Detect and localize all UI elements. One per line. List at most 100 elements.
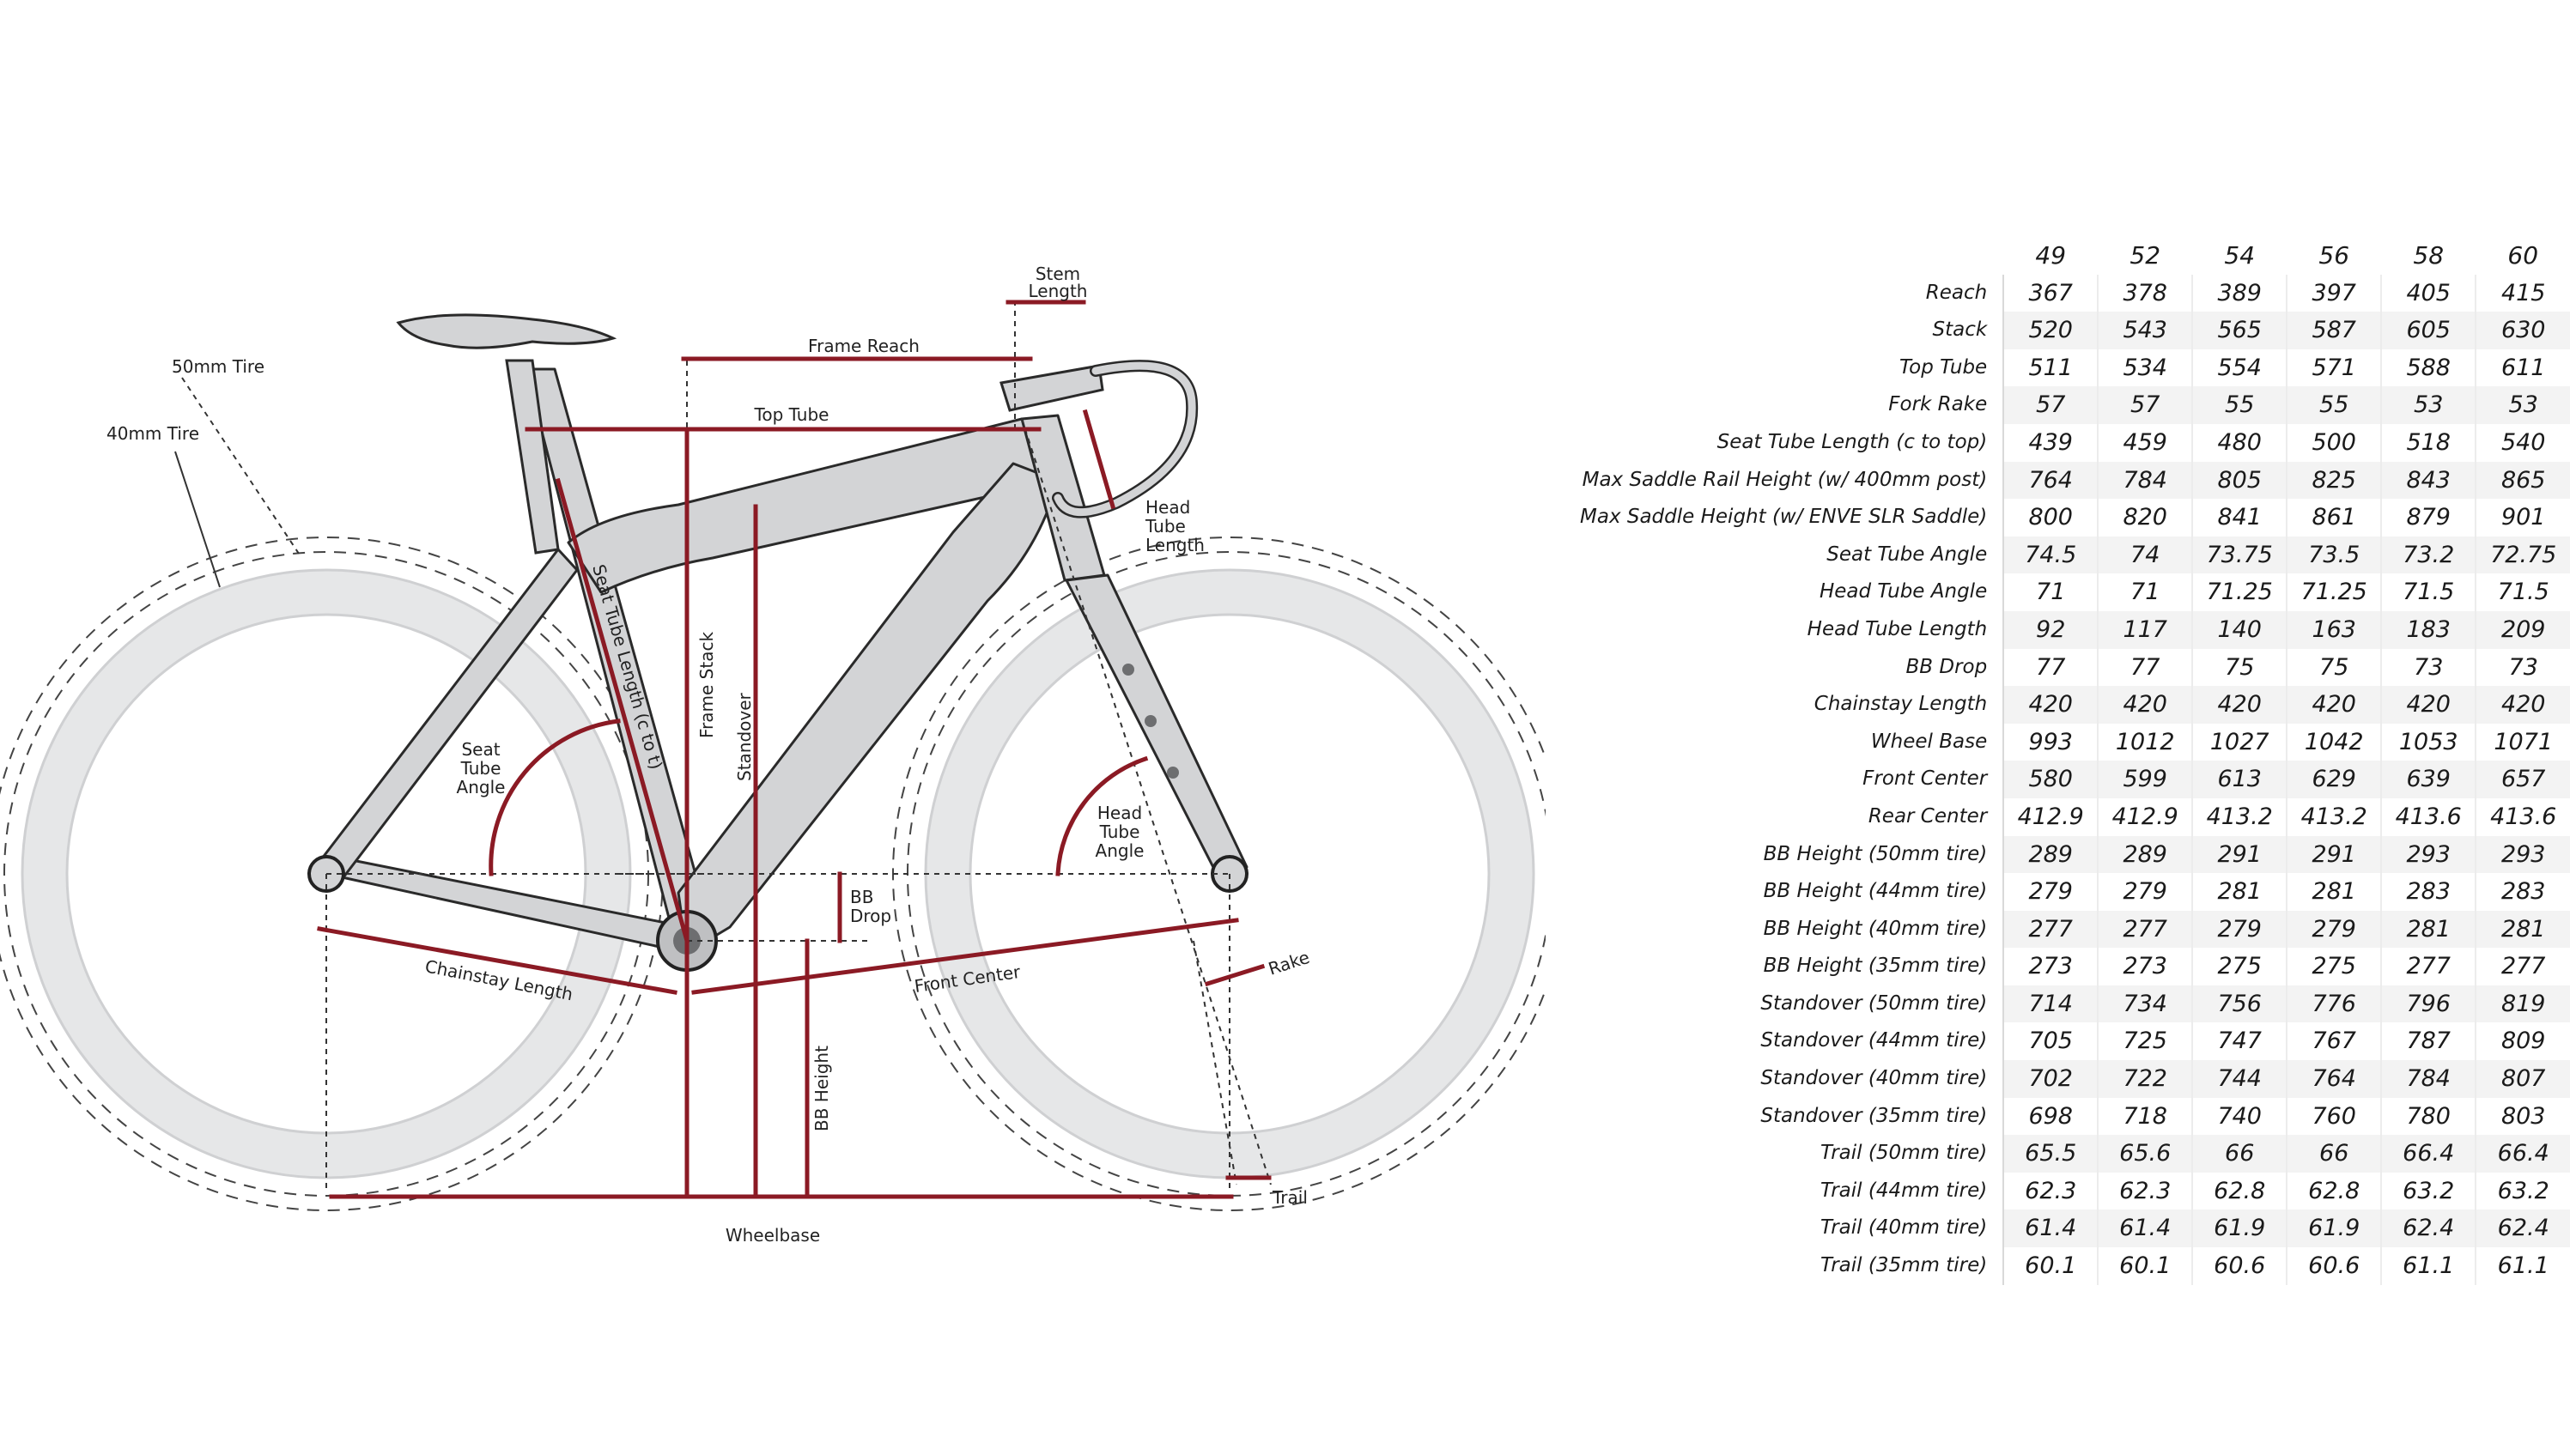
row-label: BB Height (44mm tire): [1580, 873, 2005, 911]
table-cell: 613: [2191, 761, 2287, 798]
table-cell: 62.4: [2475, 1210, 2571, 1248]
table-cell: 413.2: [2191, 797, 2287, 836]
row-label: Standover (44mm tire): [1580, 1022, 2005, 1061]
table-cell: 1027: [2191, 723, 2287, 761]
table-cell: 565: [2191, 312, 2287, 349]
wheelbase-label: Wheelbase: [726, 1225, 820, 1246]
table-cell: 289: [2097, 835, 2193, 874]
table-cell: 800: [2002, 499, 2099, 537]
table-cell: 879: [2380, 499, 2476, 537]
table-cell: 289: [2002, 835, 2099, 874]
table-cell: 73: [2475, 648, 2571, 687]
table-cell: 66: [2191, 1135, 2287, 1173]
table-cell: 53: [2475, 386, 2571, 424]
table-cell: 77: [2097, 648, 2193, 687]
table-cell: 378: [2097, 274, 2193, 312]
table-cell: 412.9: [2097, 797, 2193, 836]
table-cell: 61.9: [2286, 1210, 2382, 1248]
table-cell: 293: [2475, 835, 2571, 874]
table-row: Max Saddle Rail Height (w/ 400mm post)76…: [1580, 461, 2571, 500]
table-cell: 807: [2475, 1060, 2571, 1098]
table-cell: 764: [2002, 461, 2099, 500]
tire-50-leader: [181, 377, 301, 557]
table-cell: 77: [2002, 648, 2099, 687]
table-cell: 275: [2286, 948, 2382, 985]
table-cell: 764: [2286, 1060, 2382, 1098]
rake-line: [1204, 963, 1266, 987]
table-cell: 209: [2475, 610, 2571, 649]
table-cell: 281: [2286, 873, 2382, 911]
size-header: 54: [2224, 241, 2256, 270]
seat-tube-length-line: [555, 477, 690, 944]
table-cell: 277: [2097, 910, 2193, 949]
row-label: Trail (50mm tire): [1580, 1135, 2005, 1173]
frame-reach-label: Frame Reach: [808, 336, 920, 356]
table-cell: 520: [2002, 312, 2099, 349]
table-cell: 776: [2286, 985, 2382, 1023]
table-cell: 71.5: [2380, 573, 2476, 611]
table-cell: 57: [2002, 386, 2099, 424]
head-tube-length-label-3: Length: [1145, 535, 1205, 555]
table-cell: 62.4: [2380, 1210, 2476, 1248]
table-cell: 71: [2097, 573, 2193, 611]
seat-tube-angle-arc: [489, 718, 621, 876]
table-cell: 511: [2002, 349, 2099, 387]
row-label: Standover (35mm tire): [1580, 1097, 2005, 1136]
top-tube-label: Top Tube: [754, 404, 829, 425]
table-cell: 283: [2380, 873, 2476, 911]
table-cell: 1053: [2380, 723, 2476, 761]
table-cell: 275: [2191, 948, 2287, 985]
table-cell: 71.25: [2191, 573, 2287, 611]
table-cell: 588: [2380, 349, 2476, 387]
table-cell: 413.6: [2475, 797, 2571, 836]
table-cell: 283: [2475, 873, 2571, 911]
table-cell: 705: [2002, 1022, 2099, 1061]
stem-length-label-2: Length: [1029, 281, 1088, 301]
table-cell: 183: [2380, 610, 2476, 649]
table-cell: 803: [2475, 1097, 2571, 1136]
table-cell: 843: [2380, 461, 2476, 500]
table-cell: 291: [2191, 835, 2287, 874]
row-label: Standover (40mm tire): [1580, 1060, 2005, 1098]
table-cell: 413.6: [2380, 797, 2476, 836]
table-cell: 571: [2286, 349, 2382, 387]
table-cell: 405: [2380, 274, 2476, 312]
table-cell: 71.25: [2286, 573, 2382, 611]
table-cell: 767: [2286, 1022, 2382, 1061]
row-label: Stack: [1580, 312, 2005, 349]
table-cell: 63.2: [2475, 1172, 2571, 1210]
row-label: Trail (44mm tire): [1580, 1172, 2005, 1210]
table-cell: 55: [2191, 386, 2287, 424]
table-cell: 61.4: [2097, 1210, 2193, 1248]
table-cell: 61.1: [2380, 1247, 2476, 1285]
table-cell: 722: [2097, 1060, 2193, 1098]
table-cell: 714: [2002, 985, 2099, 1023]
table-cell: 55: [2286, 386, 2382, 424]
table-cell: 718: [2097, 1097, 2193, 1136]
table-cell: 389: [2191, 274, 2287, 312]
dimension-lines: [317, 300, 1272, 1199]
row-label: Front Center: [1580, 761, 2005, 798]
row-label: Rear Center: [1580, 797, 2005, 836]
stem: [999, 364, 1104, 412]
size-header: 49: [2035, 241, 2067, 270]
table-cell: 279: [2097, 873, 2193, 911]
table-cell: 629: [2286, 761, 2382, 798]
frame-stack-label: Frame Stack: [696, 632, 717, 738]
tire-40-leader: [174, 451, 221, 588]
seat-tube-angle-label-3: Angle: [457, 777, 506, 797]
table-cell: 599: [2097, 761, 2193, 798]
row-label: Reach: [1580, 274, 2005, 312]
table-cell: 784: [2097, 461, 2193, 500]
saddle: [396, 313, 617, 349]
tire-40-label: 40mm Tire: [106, 423, 199, 444]
row-label: Seat Tube Angle: [1580, 536, 2005, 574]
